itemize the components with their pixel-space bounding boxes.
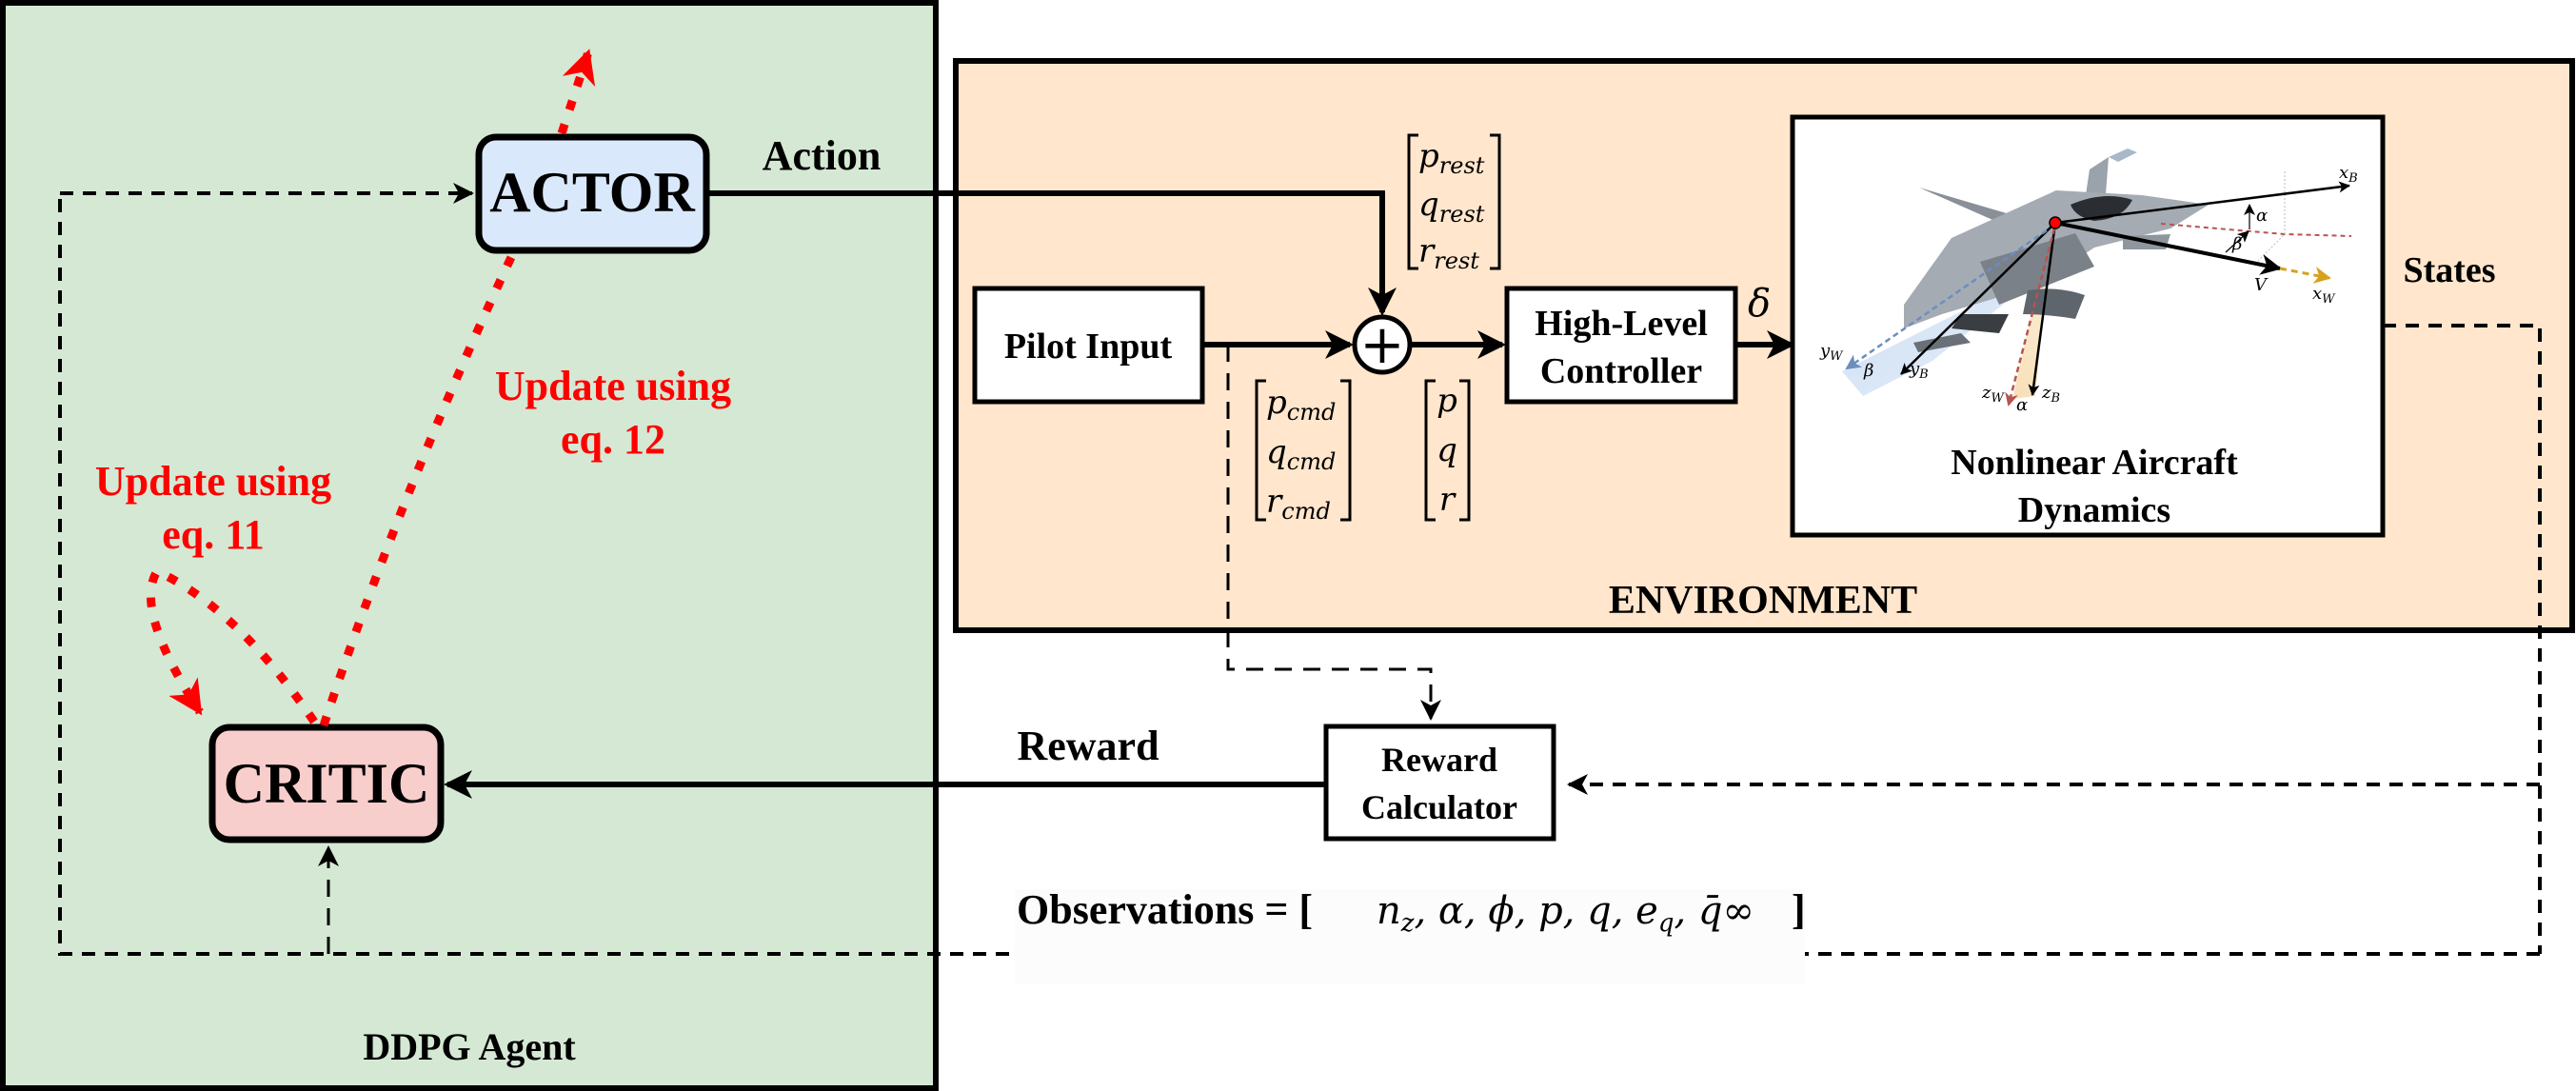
rate-q: q (1437, 431, 1457, 469)
svg-text:nz, α, ϕ, p, q, eq, q̄∞: nz, α, ϕ, p, q, eq, q̄∞ (1377, 889, 1754, 938)
obs-qbar: q̄∞ (1698, 889, 1754, 933)
cmd-q: q (1266, 433, 1287, 471)
rate-vector: p q r (1424, 379, 1471, 522)
svg-text:rrest: rrest (1418, 232, 1479, 274)
svg-text:yW: yW (1819, 341, 1844, 364)
axis-zW-sub: W (1991, 391, 2005, 406)
beta-label-top: β (2231, 234, 2242, 254)
aircraft-title-line1: Nonlinear Aircraft (1951, 443, 2238, 483)
obs-phi: ϕ (1488, 889, 1514, 933)
svg-text:rcmd: rcmd (1266, 483, 1331, 525)
pilot-input-label: Pilot Input (1004, 327, 1173, 367)
svg-text:qrest: qrest (1418, 186, 1485, 228)
controller-box[interactable] (1504, 286, 1738, 405)
agent-title: DDPG Agent (363, 1025, 576, 1068)
rate-p: p (1437, 382, 1457, 420)
svg-text:qcmd: qcmd (1266, 433, 1336, 475)
reward-calculator-line2: Calculator (1361, 788, 1517, 826)
rest-p: p (1418, 137, 1439, 175)
svg-text:pcmd: pcmd (1266, 384, 1336, 426)
pilot-input-box[interactable] (972, 286, 1205, 405)
critic-box[interactable] (208, 724, 445, 843)
axis-zB-sub: B (2050, 391, 2060, 406)
svg-text:zB: zB (2041, 383, 2060, 406)
reward-calculator-line1: Reward (1381, 741, 1497, 779)
delta-label: δ (1748, 282, 1771, 326)
axis-xB-sub: B (2348, 171, 2358, 186)
svg-text:xW: xW (2312, 284, 2336, 307)
actor-update-path (319, 49, 596, 727)
controller-label-line2: Controller (1540, 351, 1702, 391)
rate-r: r (1439, 481, 1456, 519)
svg-text:xB: xB (2339, 163, 2358, 186)
axis-yB-label: y (1909, 359, 1920, 379)
critic-label: CRITIC (224, 752, 430, 815)
svg-text:prest: prest (1418, 137, 1485, 179)
axis-zB-label: z (2041, 383, 2051, 403)
states-label: States (2403, 250, 2495, 290)
rest-q-sub: rest (1439, 201, 1485, 228)
cmd-r-sub: cmd (1281, 498, 1331, 525)
critic-update-label-line1: Update using (95, 458, 331, 505)
action-arrow (706, 190, 1397, 316)
beta-label-sector: β (1863, 361, 1873, 381)
cmd-p: p (1266, 384, 1287, 422)
controller-label-line1: High-Level (1535, 304, 1708, 344)
sum-symbol: + (1360, 314, 1405, 376)
alpha-label-sector: α (2016, 395, 2028, 415)
action-label: Action (763, 132, 882, 179)
axis-xW-sub: W (2322, 292, 2336, 307)
observations-equation: Observations = [ nz, α, ϕ, p, q, eq, q̄∞… (1015, 886, 1806, 984)
aircraft-icon (1904, 149, 2209, 352)
sum-junction: + (1352, 314, 1413, 376)
axes-diagram: xB xW V yW yB zW zB α β β α (1819, 163, 2358, 415)
obs-nz: n (1377, 889, 1401, 933)
svg-text:yB: yB (1909, 359, 1929, 382)
command-to-reward-path (1226, 345, 1441, 721)
aircraft-title-line2: Dynamics (2018, 490, 2170, 530)
rest-r-sub: rest (1434, 248, 1479, 274)
center-of-gravity-icon (2049, 216, 2062, 229)
actor-update-label-line2: eq. 12 (561, 416, 665, 463)
pilot-input-block[interactable]: Pilot Input (972, 286, 1205, 405)
obs-alpha: α (1438, 889, 1464, 933)
obs-p: p (1538, 889, 1563, 933)
actor-block[interactable]: ACTOR (475, 133, 710, 254)
axis-yB-sub: B (1918, 367, 1929, 382)
axis-yW-sub: W (1830, 349, 1844, 364)
environment-title: ENVIRONMENT (1609, 579, 1917, 623)
observations-label: Observations = [ (1017, 886, 1313, 933)
cmd-q-sub: cmd (1287, 448, 1337, 475)
obs-nz-sub: z (1400, 909, 1415, 938)
reward-calculator-box[interactable] (1323, 724, 1556, 842)
rest-r: r (1418, 232, 1436, 270)
actor-update-label-line1: Update using (495, 363, 731, 409)
axis-zW-label: z (1981, 383, 1991, 403)
critic-update-label-line2: eq. 11 (162, 511, 265, 558)
rest-q: q (1418, 186, 1439, 224)
obs-q: q (1587, 889, 1612, 933)
actor-label: ACTOR (489, 161, 695, 224)
alpha-label-top: α (2256, 206, 2268, 226)
controller-block[interactable]: High-Level Controller (1504, 286, 1738, 405)
axis-yW-label: y (1819, 341, 1831, 361)
critic-block[interactable]: CRITIC (208, 724, 445, 843)
axis-xB-label: x (2339, 163, 2348, 183)
cmd-r: r (1266, 483, 1283, 521)
rest-vector: prest qrest rrest (1407, 133, 1501, 274)
cmd-vector: pcmd qcmd rcmd (1255, 379, 1352, 525)
obs-eq-sub: q (1658, 909, 1674, 938)
reward-calculator-block[interactable]: Reward Calculator (1323, 724, 1556, 842)
cmd-p-sub: cmd (1287, 399, 1337, 426)
rest-p-sub: rest (1439, 152, 1485, 179)
observations-close: ] (1792, 886, 1806, 933)
axis-xW-label: x (2312, 284, 2322, 304)
observations-background (1015, 889, 1805, 984)
aircraft-block[interactable]: xB xW V yW yB zW zB α β β α Nonlinear Ai… (1790, 114, 2386, 538)
reward-label: Reward (1017, 723, 1159, 769)
critic-update-path (147, 565, 318, 724)
velocity-label: V (2254, 275, 2269, 295)
svg-text:zW: zW (1981, 383, 2005, 406)
